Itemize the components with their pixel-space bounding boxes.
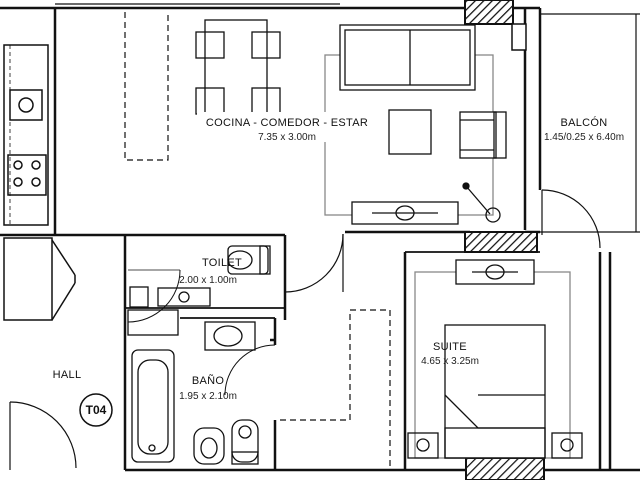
hall-name: HALL bbox=[53, 369, 82, 381]
unit-label: T04 bbox=[86, 403, 107, 417]
kitchen-size: 7.35 x 3.00m bbox=[258, 132, 316, 143]
column-mid bbox=[464, 231, 538, 253]
toilet-size: 2.00 x 1.00m bbox=[179, 275, 237, 286]
dashed-guides bbox=[124, 12, 391, 470]
living-door bbox=[284, 233, 344, 293]
balcony-door bbox=[541, 189, 601, 249]
bathroom-fixtures bbox=[127, 309, 276, 465]
kitchen-counter bbox=[3, 44, 49, 226]
toilet-fixtures bbox=[127, 245, 271, 323]
suite-name: SUITE bbox=[433, 341, 467, 353]
unit-badge bbox=[79, 393, 113, 427]
dining-set bbox=[195, 19, 281, 116]
toilet-name: TOILET bbox=[202, 257, 242, 269]
bath-name: BAÑO bbox=[192, 374, 225, 387]
bath-size: 1.95 x 2.10m bbox=[179, 391, 237, 402]
column-top bbox=[464, 0, 514, 25]
kitchen-name: COCINA - COMEDOR - ESTAR bbox=[206, 117, 368, 129]
suite-size: 4.65 x 3.25m bbox=[421, 356, 479, 367]
living-furniture bbox=[324, 24, 507, 225]
walls bbox=[0, 3, 640, 472]
balcony-size: 1.45/0.25 x 6.40m bbox=[544, 132, 624, 143]
balcony-name: BALCÓN bbox=[560, 116, 607, 129]
hall-closet bbox=[3, 237, 76, 321]
column-bottom bbox=[465, 457, 545, 480]
bed bbox=[407, 259, 583, 459]
entry-door bbox=[9, 401, 77, 470]
